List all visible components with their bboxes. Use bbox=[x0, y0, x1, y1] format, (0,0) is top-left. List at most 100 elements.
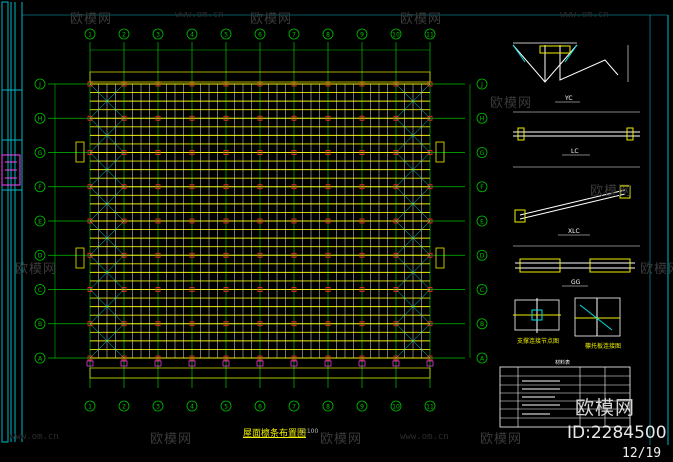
column-node bbox=[121, 115, 127, 121]
column-node bbox=[189, 321, 195, 327]
axis-bubble-circle bbox=[476, 249, 488, 261]
axis-bubble-circle bbox=[476, 181, 488, 193]
eave-tag bbox=[392, 360, 400, 367]
axis-bubble-label: F bbox=[480, 184, 484, 191]
column-node bbox=[155, 252, 161, 258]
axis-bubble-circle bbox=[152, 400, 164, 412]
column-node bbox=[257, 218, 263, 224]
brace-line bbox=[395, 186, 431, 222]
column-node bbox=[87, 252, 93, 258]
axis-bubble-circle bbox=[34, 318, 46, 330]
axis-bubble-label: 4 bbox=[190, 403, 194, 410]
axis-bubble-label: C bbox=[38, 287, 42, 294]
axis-bubble-circle bbox=[186, 28, 198, 40]
axis-bubble-col-bottom: 9 bbox=[356, 400, 368, 412]
side-bracket bbox=[435, 141, 445, 163]
eave-tag bbox=[188, 360, 196, 367]
column-node bbox=[427, 321, 433, 327]
detail-yc: YC bbox=[512, 42, 629, 103]
axis-bubble-label: D bbox=[480, 253, 485, 260]
roof-purlin-plan bbox=[48, 42, 471, 388]
column-node bbox=[87, 287, 93, 292]
column-node bbox=[257, 321, 263, 327]
axis-bubble-circle bbox=[322, 400, 334, 412]
axis-bubble-col-top: 10 bbox=[390, 28, 402, 40]
axis-bubble-circle bbox=[476, 352, 488, 364]
axis-bubble-row-left: B bbox=[34, 318, 46, 330]
axis-bubble-col-bottom: 4 bbox=[186, 400, 198, 412]
side-bracket bbox=[75, 247, 85, 269]
axis-bubble-label: C bbox=[480, 287, 484, 294]
axis-bubble-col-top: 7 bbox=[288, 28, 300, 40]
axis-bubble-label: H bbox=[38, 116, 43, 123]
column-node bbox=[257, 252, 263, 258]
brace-line bbox=[89, 220, 125, 256]
column-node bbox=[393, 252, 399, 258]
axis-bubble-label: 11 bbox=[426, 403, 434, 410]
axis-bubble-circle bbox=[34, 181, 46, 193]
axis-bubble-row-left: H bbox=[34, 112, 46, 124]
column-node bbox=[393, 355, 399, 361]
axis-bubble-label: E bbox=[480, 218, 484, 225]
axis-bubble-row-left: F bbox=[34, 181, 46, 193]
column-node bbox=[393, 115, 399, 121]
column-node bbox=[223, 355, 229, 361]
column-node bbox=[257, 287, 263, 292]
column-node bbox=[427, 355, 433, 361]
axis-bubble-col-bottom: 6 bbox=[254, 400, 266, 412]
axis-bubble-col-top: 2 bbox=[118, 28, 130, 40]
column-node bbox=[223, 287, 229, 292]
column-node bbox=[121, 287, 127, 292]
column-node bbox=[189, 150, 195, 155]
axis-bubble-label: F bbox=[38, 184, 42, 191]
column-node bbox=[427, 184, 433, 190]
axis-bubble-col-top: 1 bbox=[84, 28, 96, 40]
axis-bubble-circle bbox=[424, 400, 436, 412]
axis-bubble-col-bottom: 11 bbox=[424, 400, 436, 412]
axis-bubble-label: 2 bbox=[122, 31, 126, 38]
axis-bubble-circle bbox=[288, 28, 300, 40]
axis-bubble-circle bbox=[254, 28, 266, 40]
column-node bbox=[189, 184, 195, 190]
eave-tag bbox=[324, 360, 332, 367]
axis-bubble-circle bbox=[186, 400, 198, 412]
column-node bbox=[427, 252, 433, 258]
watermark-url: www.om.cn bbox=[560, 10, 609, 20]
watermark-brand: 欧模网 bbox=[590, 184, 633, 199]
column-node bbox=[325, 184, 331, 190]
node-b-label: 檩托板连接图 bbox=[585, 342, 621, 350]
axis-bubble-circle bbox=[118, 28, 130, 40]
axis-bubble-label: E bbox=[38, 218, 42, 225]
axis-bubble-label: 3 bbox=[156, 403, 160, 410]
image-id: ID:2284500 bbox=[567, 423, 667, 443]
brace-line bbox=[395, 289, 431, 324]
column-node bbox=[223, 321, 229, 327]
column-node bbox=[393, 287, 399, 292]
eave-tag bbox=[426, 360, 434, 367]
column-node bbox=[223, 252, 229, 258]
column-node bbox=[291, 115, 297, 121]
axis-bubble-circle bbox=[476, 284, 488, 295]
column-node bbox=[291, 321, 297, 327]
axis-bubble-label: 10 bbox=[392, 31, 400, 38]
axis-bubble-col-top: 11 bbox=[424, 28, 436, 40]
column-node bbox=[427, 150, 433, 155]
column-node bbox=[291, 252, 297, 258]
detail-yc-label: YC bbox=[564, 95, 573, 102]
material-table: 材料表 bbox=[499, 359, 631, 428]
detail-nodes: 支撑连接节点图 檩托板连接图 bbox=[513, 297, 621, 350]
detail-lc: LC bbox=[513, 111, 640, 156]
axis-bubble-row-left: A bbox=[34, 352, 46, 364]
axis-bubble-circle bbox=[476, 215, 488, 227]
axis-bubble-label: J bbox=[38, 81, 41, 88]
column-node bbox=[291, 287, 297, 292]
column-node bbox=[291, 184, 297, 190]
column-node bbox=[359, 355, 365, 361]
axis-bubble-circle bbox=[220, 400, 232, 412]
axis-bubble-label: 5 bbox=[224, 31, 228, 38]
column-node bbox=[155, 355, 161, 361]
side-bracket bbox=[435, 247, 445, 269]
drawing-title: 屋面檩条布置图 bbox=[243, 429, 307, 439]
axis-bubble-label: 2 bbox=[122, 403, 126, 410]
